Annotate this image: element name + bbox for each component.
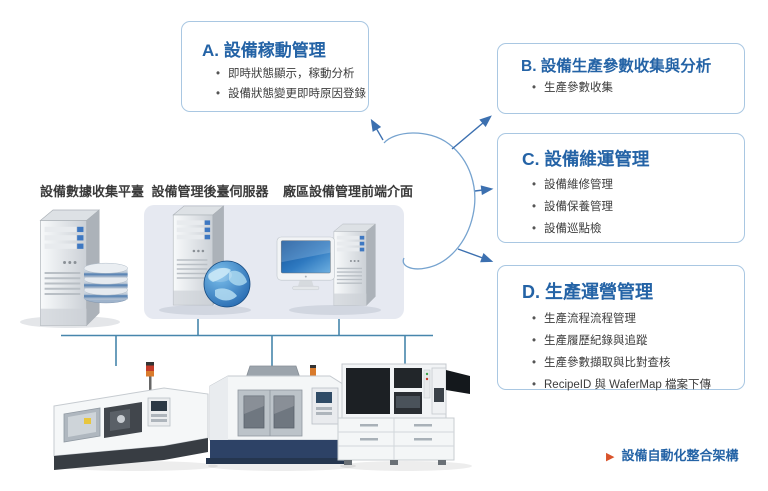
- server-with-globe-icon: [159, 205, 251, 315]
- box-equipment-maintenance-management: C. 設備維運管理 設備維修管理 設備保養管理 設備巡點檢: [497, 133, 745, 243]
- bullet-item: 生產流程流程管理: [532, 308, 744, 330]
- diagram-caption: ▶ 設備自動化整合架構: [606, 445, 738, 464]
- label-frontend-interface: 廠區設備管理前端介面: [282, 184, 413, 199]
- box-d-title: D. 生產運營管理: [522, 282, 654, 302]
- bullet-item: 生產參數擷取與比對查核: [532, 352, 744, 374]
- cnc-lathe-machine-image: [53, 362, 218, 471]
- bullet-item: RecipeID 與 WaferMap 檔案下傳: [532, 374, 744, 396]
- label-backend-management-server: 設備管理後臺伺服器: [151, 184, 269, 199]
- box-b-title: B. 設備生產參數收集與分析: [521, 58, 712, 75]
- bullet-item: 即時狀態顯示，稼動分析: [216, 64, 368, 84]
- monitor-with-server-icon: [276, 223, 381, 315]
- box-a-bullets: 即時狀態顯示，稼動分析 設備狀態變更即時原因登錄: [182, 64, 368, 104]
- network-connector-lines: [61, 319, 433, 371]
- semiconductor-automation-equipment-image: [337, 363, 472, 471]
- bullet-item: 設備維修管理: [532, 174, 744, 196]
- cnc-machining-center-image: [206, 365, 356, 471]
- bullet-item: 生產履歷紀錄與追蹤: [532, 330, 744, 352]
- bullet-item: 設備保養管理: [532, 196, 744, 218]
- arrow-to-box-d: [457, 248, 494, 263]
- bullet-item: 生產參數收集: [532, 78, 744, 98]
- box-d-bullets: 生產流程流程管理 生產履歷紀錄與追蹤 生產參數擷取與比對查核 RecipeID …: [498, 308, 744, 396]
- arrow-to-box-c: [474, 185, 494, 196]
- box-production-parameter-collection: B. 設備生產參數收集與分析 生產參數收集: [497, 43, 745, 114]
- arrow-to-box-a: [370, 118, 384, 141]
- box-a-title: A. 設備稼動管理: [202, 41, 326, 60]
- box-b-bullets: 生產參數收集: [498, 78, 744, 98]
- caption-text: 設備自動化整合架構: [621, 448, 739, 463]
- bullet-item: 設備巡點檢: [532, 218, 744, 240]
- box-c-title: C. 設備維運管理: [522, 149, 650, 169]
- bullet-item: 設備狀態變更即時原因登錄: [216, 84, 368, 104]
- box-c-bullets: 設備維修管理 設備保養管理 設備巡點檢: [498, 174, 744, 240]
- box-production-operations-management: D. 生產運營管理 生產流程流程管理 生產履歷紀錄與追蹤 生產參數擷取與比對查核…: [497, 265, 745, 396]
- server-with-database-icon: [20, 209, 129, 328]
- box-equipment-utilization-management: A. 設備稼動管理 即時狀態顯示，稼動分析 設備狀態變更即時原因登錄: [181, 21, 369, 112]
- arrow-to-box-b: [451, 115, 492, 150]
- hub-arc: [383, 132, 476, 270]
- label-data-collection-platform: 設備數據收集平臺: [39, 184, 144, 199]
- caption-triangle-icon: ▶: [606, 451, 615, 463]
